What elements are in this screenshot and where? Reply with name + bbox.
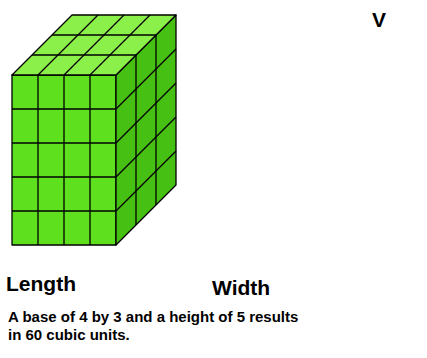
front-face: [12, 75, 116, 245]
heading-fragment: V: [372, 8, 386, 32]
axis-label: Length: [6, 272, 76, 296]
axis-label: Width: [212, 276, 270, 300]
cube-grid: [12, 15, 176, 245]
caption: A base of 4 by 3 and a height of 5 resul…: [8, 308, 308, 344]
top-face: [12, 15, 176, 75]
